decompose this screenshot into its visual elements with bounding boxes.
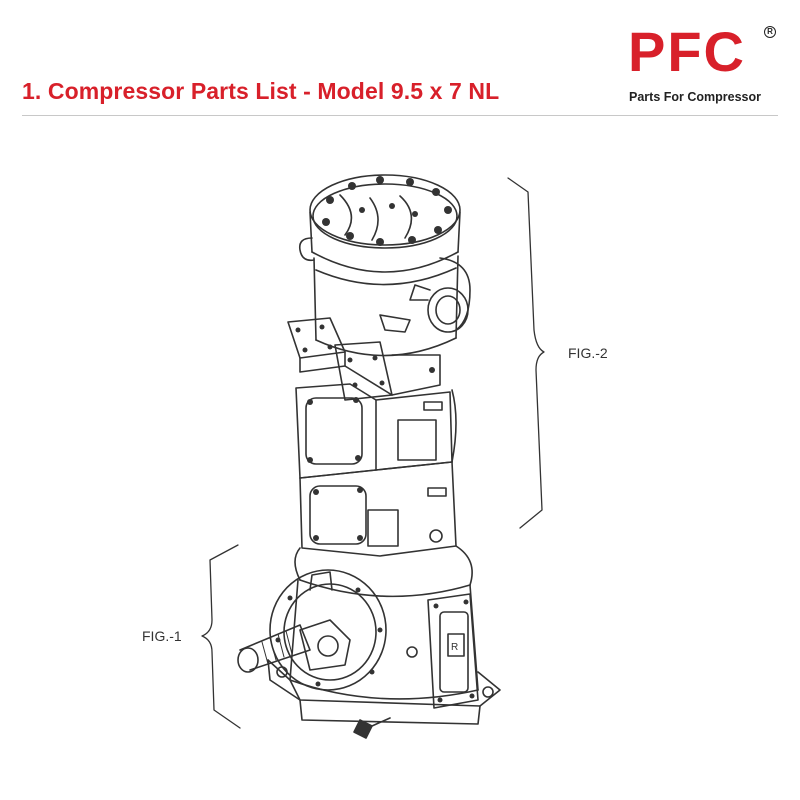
logo-tagline: Parts For Compressor	[629, 90, 761, 104]
crankcase-access-door: R	[406, 593, 479, 709]
page-title: 1. Compressor Parts List - Model 9.5 x 7…	[22, 78, 500, 104]
cylinder-head	[298, 174, 461, 273]
drain-plug	[353, 717, 391, 739]
compressor-drawing: R FIG.-2 FIG.-1	[142, 174, 608, 739]
crank-end-cover	[237, 569, 387, 691]
header-divider	[22, 115, 778, 116]
pfc-logo: PFC R Parts For Compressor	[628, 24, 778, 108]
fig1-bracket	[201, 544, 241, 729]
logo-wordmark: PFC	[628, 20, 746, 83]
svg-text:R: R	[451, 642, 458, 653]
crankcase	[267, 545, 501, 725]
fig2-bracket	[507, 177, 545, 529]
fig2-label: FIG.-2	[568, 345, 608, 361]
distance-piece-upper	[295, 383, 457, 479]
registered-mark-icon: R	[764, 26, 776, 38]
upper-cylinder	[313, 255, 471, 357]
distance-piece-lower	[299, 461, 457, 557]
fig1-label: FIG.-1	[142, 628, 182, 644]
